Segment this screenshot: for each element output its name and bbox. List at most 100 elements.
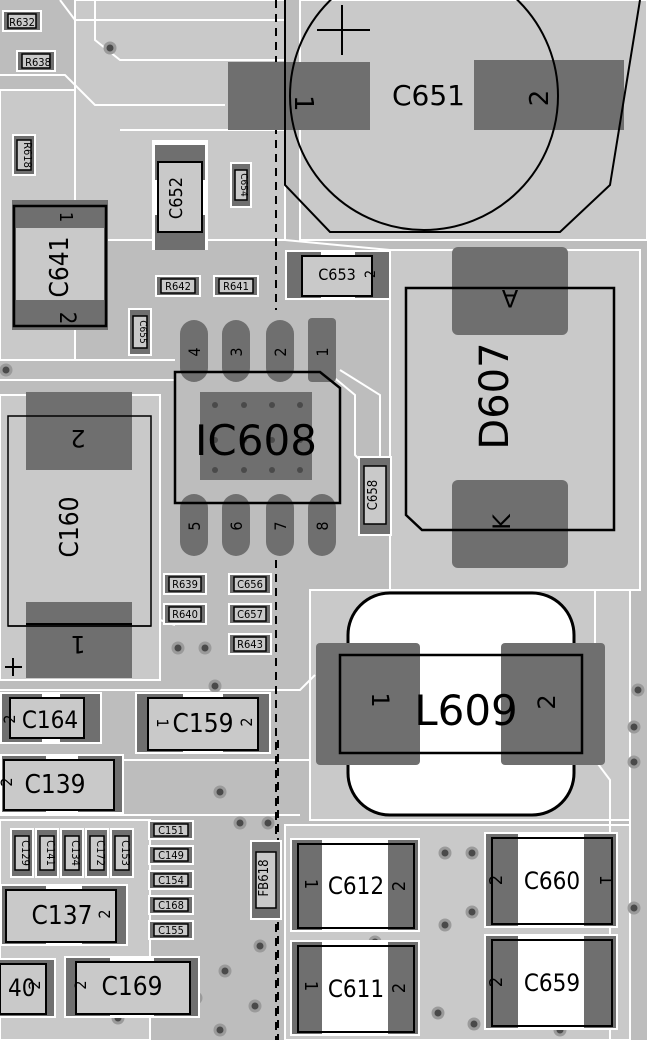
component-c168[interactable]: C168 (148, 895, 194, 915)
d607-anode-label: A (501, 284, 518, 312)
c659-pin2-label: 2 (486, 977, 507, 987)
c153-label: C153 (119, 840, 132, 866)
c139-label: C139 (25, 770, 86, 800)
component-c659[interactable]: 2 C659 (484, 934, 618, 1030)
ic608-label: IC608 (195, 416, 317, 465)
c160-pin1-label: 1 (70, 630, 85, 658)
component-c660[interactable]: 2 C660 1 (484, 832, 618, 928)
ic608-pin1-label: 1 (313, 347, 332, 356)
component-c655[interactable]: C655 (128, 308, 152, 356)
component-c612[interactable]: 1 C612 2 (290, 838, 420, 932)
component-c611[interactable]: 1 C611 2 (290, 940, 420, 1036)
component-ic608[interactable]: 4 3 2 1 IC608 5 6 7 8 (173, 318, 342, 556)
component-c652[interactable]: C652 (152, 140, 208, 250)
ic608-pin6-label: 6 (227, 521, 246, 530)
c611-pin1-label: 1 (300, 981, 321, 991)
c140-pin2-label: 2 (25, 980, 44, 989)
c139-pin2-label: 2 (0, 777, 16, 786)
c140-label: 40 (8, 974, 35, 1002)
r618-label: R618 (21, 142, 34, 168)
c155-label: C155 (158, 924, 184, 937)
c657-label: C657 (237, 608, 263, 621)
component-fb618[interactable]: FB618 (250, 840, 282, 920)
c164-label: C164 (22, 706, 78, 734)
c129-label: C129 (19, 840, 32, 866)
component-c159[interactable]: 1 C159 2 (135, 692, 271, 754)
c169-label: C169 (102, 972, 163, 1002)
component-c653[interactable]: C653 2 (285, 250, 390, 300)
c137-label: C137 (32, 901, 93, 931)
c160-label: C160 (55, 497, 85, 558)
c655-label: C655 (137, 320, 148, 343)
fb618-label: FB618 (257, 859, 272, 896)
component-c164[interactable]: 2 C164 (0, 692, 102, 744)
component-r632[interactable]: R632 (2, 10, 42, 32)
component-c154[interactable]: C154 (148, 870, 194, 890)
c159-pin2-label: 2 (237, 717, 256, 726)
component-c160[interactable]: 2 C160 1 (5, 392, 152, 678)
component-c169[interactable]: 2 C169 (64, 956, 200, 1018)
c154-label: C154 (158, 874, 184, 887)
component-c139[interactable]: 2 C139 (0, 754, 124, 814)
c641-pin1-label: 1 (55, 212, 76, 222)
component-r638[interactable]: R638 (16, 50, 56, 72)
component-r618[interactable]: R618 (12, 134, 36, 176)
component-c656[interactable]: C656 (228, 573, 272, 595)
c160-pin2-label: 2 (70, 424, 85, 452)
l609-pin1-label: 1 (366, 692, 394, 707)
component-c137[interactable]: C137 2 (0, 884, 128, 946)
component-r641[interactable]: R641 (213, 275, 259, 297)
c137-pin2-label: 2 (95, 909, 114, 918)
component-r640[interactable]: R640 (163, 603, 207, 625)
component-c641[interactable]: 1 C641 2 (12, 200, 108, 330)
c654-label: C654 (238, 173, 249, 197)
trace-clearances (0, 0, 631, 1040)
c612-pin2-label: 2 (389, 881, 410, 891)
c159-pin1-label: 1 (153, 718, 172, 727)
component-c654[interactable]: C654 (230, 162, 252, 208)
ic608-pin7-label: 7 (271, 521, 290, 530)
component-l609[interactable]: 1 L609 2 (316, 591, 605, 817)
component-c140[interactable]: 40 2 (0, 958, 56, 1018)
d607-cathode-label: K (488, 513, 516, 530)
component-c172[interactable]: C172 (85, 828, 109, 878)
component-r639[interactable]: R639 (163, 573, 207, 595)
c651-pin1-label: 1 (288, 95, 318, 112)
c653-pin2-label: 2 (363, 270, 379, 278)
c612-pin1-label: 1 (300, 879, 321, 889)
component-c151[interactable]: C151 (148, 820, 194, 840)
r639-label: R639 (172, 578, 198, 591)
r642-label: R642 (165, 280, 191, 293)
ic608-pin8-label: 8 (313, 521, 332, 530)
c651-pin2-label: 2 (525, 90, 555, 107)
c653-label: C653 (318, 265, 356, 284)
ic608-pin3-label: 3 (227, 347, 246, 356)
component-c153[interactable]: C153 (110, 828, 134, 878)
ic608-pin4-label: 4 (185, 347, 204, 356)
c641-pin2-label: 2 (54, 312, 79, 325)
component-c129[interactable]: C129 (10, 828, 34, 878)
component-c658[interactable]: C658 (358, 456, 392, 536)
c652-label: C652 (166, 177, 187, 219)
r643-label: R643 (237, 638, 263, 651)
c172-label: C172 (94, 840, 107, 866)
r638-label: R638 (25, 56, 51, 69)
c660-pin2-label: 2 (486, 875, 507, 885)
component-c149[interactable]: C149 (148, 845, 194, 865)
component-d607[interactable]: A D607 K (404, 247, 616, 568)
c660-pin1-label: 1 (595, 875, 616, 885)
component-r642[interactable]: R642 (155, 275, 201, 297)
c659-label: C659 (524, 969, 580, 997)
ic608-pin5-label: 5 (185, 521, 204, 530)
component-c134[interactable]: C134 (60, 828, 84, 878)
component-c651[interactable]: 1 C651 2 (228, 0, 641, 233)
component-r643[interactable]: R643 (228, 633, 272, 655)
r632-label: R632 (9, 16, 35, 29)
component-c657[interactable]: C657 (228, 603, 272, 625)
component-c141[interactable]: C141 (35, 828, 59, 878)
component-c155[interactable]: C155 (148, 920, 194, 940)
c169-pin2-label: 2 (71, 980, 90, 989)
d607-label: D607 (472, 342, 518, 449)
r640-label: R640 (172, 608, 198, 621)
